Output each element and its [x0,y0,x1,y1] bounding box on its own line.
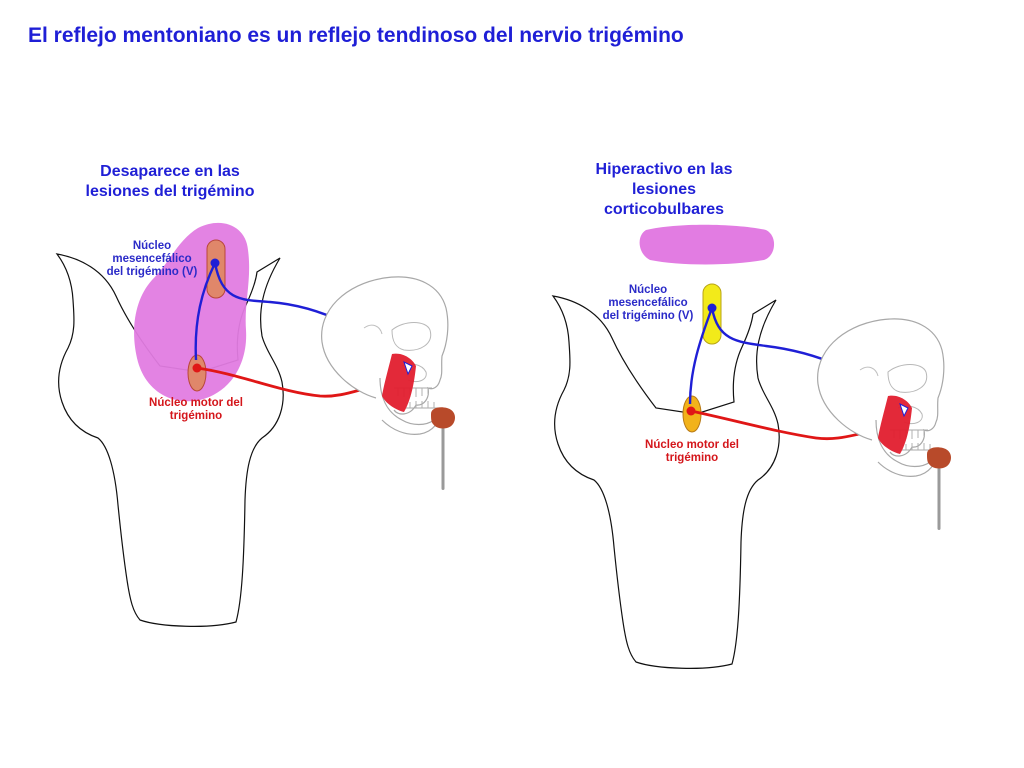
left-panel [55,222,455,627]
right-panel [551,224,951,669]
left-mesencephalic-dot [210,258,220,268]
right-mesencephalic-label: Núcleo mesencefálico del trigémino (V) [602,284,694,322]
right-reflex-hammer [927,447,951,530]
right-mesencephalic-nucleus [702,283,722,345]
right-motor-label: Núcleo motor del trigémino [645,439,739,464]
slide-title: El reflejo mentoniano es un reflejo tend… [28,24,684,47]
right-reflex-marker [899,403,909,418]
right-brainstem-outline [551,295,780,669]
left-reflex-hammer [431,407,455,490]
left-motor-nucleus [187,354,207,392]
right-panel-caption: Hiperactivo en las lesiones corticobulba… [595,161,733,218]
left-panel-caption: Desaparece en las lesiones del trigémino [85,163,255,200]
left-reflex-marker [403,361,413,376]
left-skull [321,276,449,435]
right-mesencephalic-dot [707,303,717,313]
right-corticobulbar-lesion [639,224,775,265]
right-skull [817,318,945,477]
left-mesencephalic-label: Núcleo mesencefálico del trigémino (V) [106,240,198,278]
left-motor-label: Núcleo motor del trigémino [149,397,243,422]
